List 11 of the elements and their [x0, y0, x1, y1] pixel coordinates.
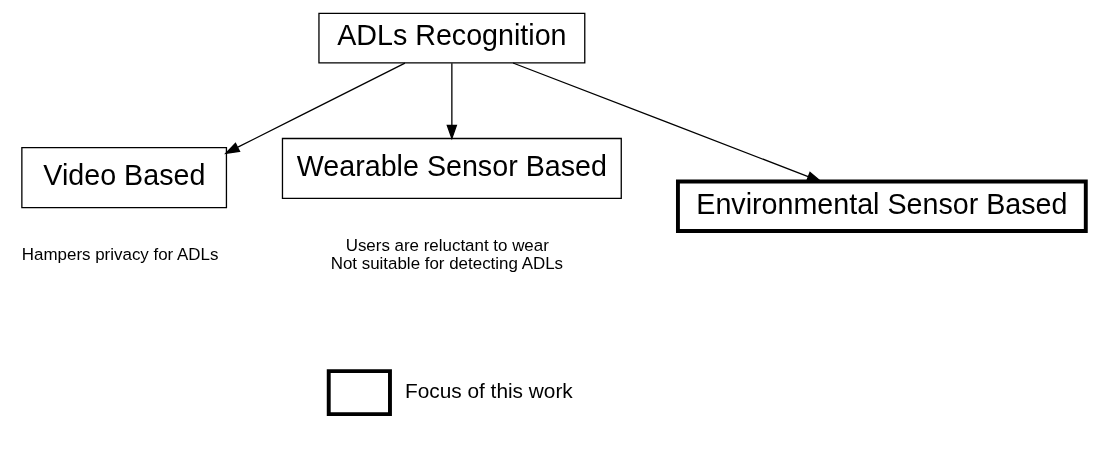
arrow	[223, 62, 406, 155]
node-label: Not suitable for detecting ADLs	[330, 254, 563, 274]
node-box: Wearable Sensor Based	[281, 137, 622, 200]
legend-label: Focus of this work	[404, 378, 573, 402]
node-box: ADLs Recognition	[317, 12, 585, 64]
node-box: Environmental Sensor Based	[675, 179, 1088, 233]
node-label: Users are reluctant to wear	[345, 236, 549, 256]
node-box: Video Based	[20, 146, 227, 209]
node-label: Hampers privacy for ADLs	[21, 245, 218, 265]
arrow	[445, 62, 457, 141]
arrow	[511, 62, 822, 183]
